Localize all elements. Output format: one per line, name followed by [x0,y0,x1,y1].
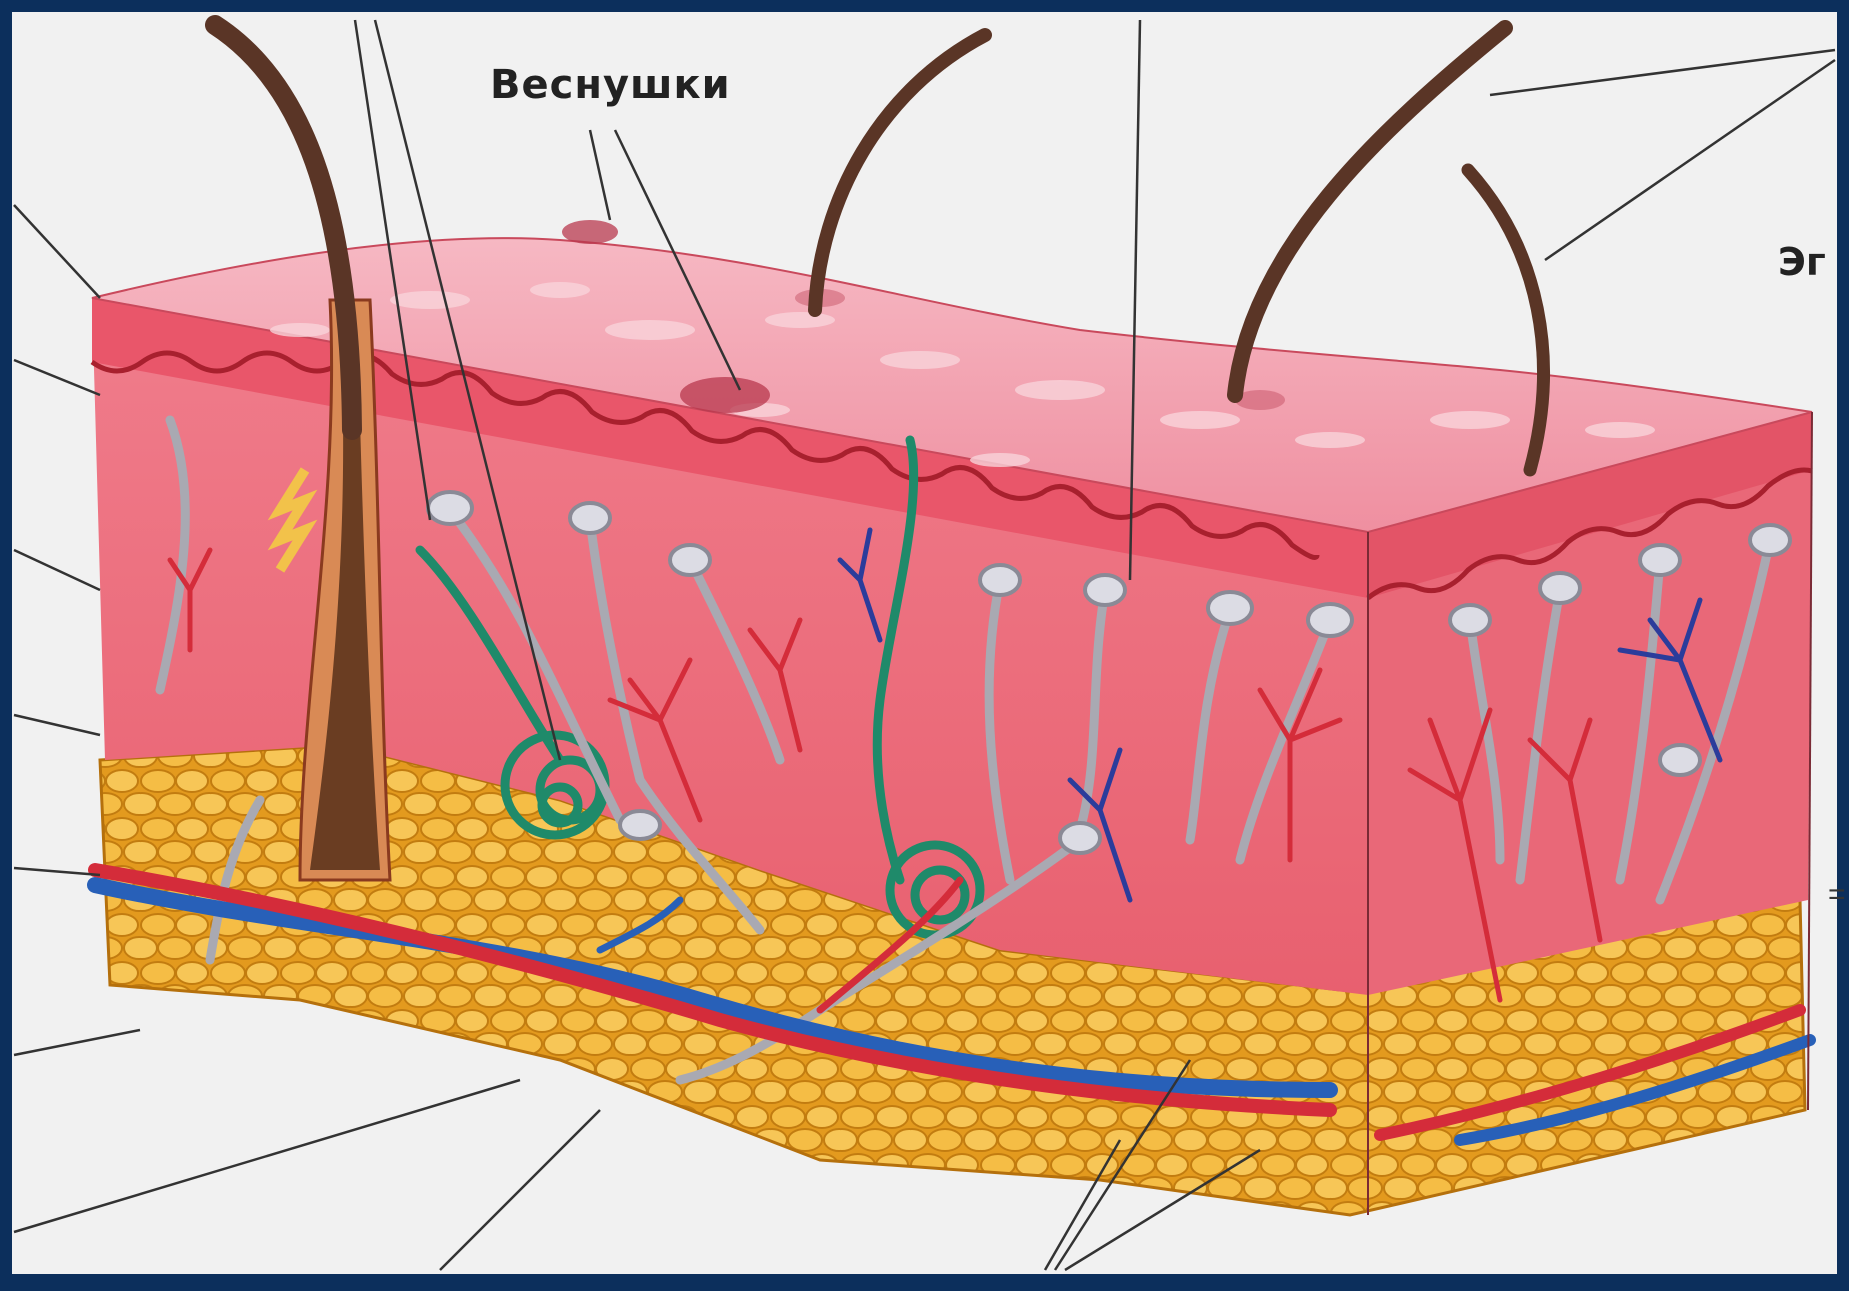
freckles-label: Веснушки [490,62,731,108]
epidermis-partial-label: Эг [1778,240,1826,284]
right-edge-mark: = [1828,878,1846,912]
